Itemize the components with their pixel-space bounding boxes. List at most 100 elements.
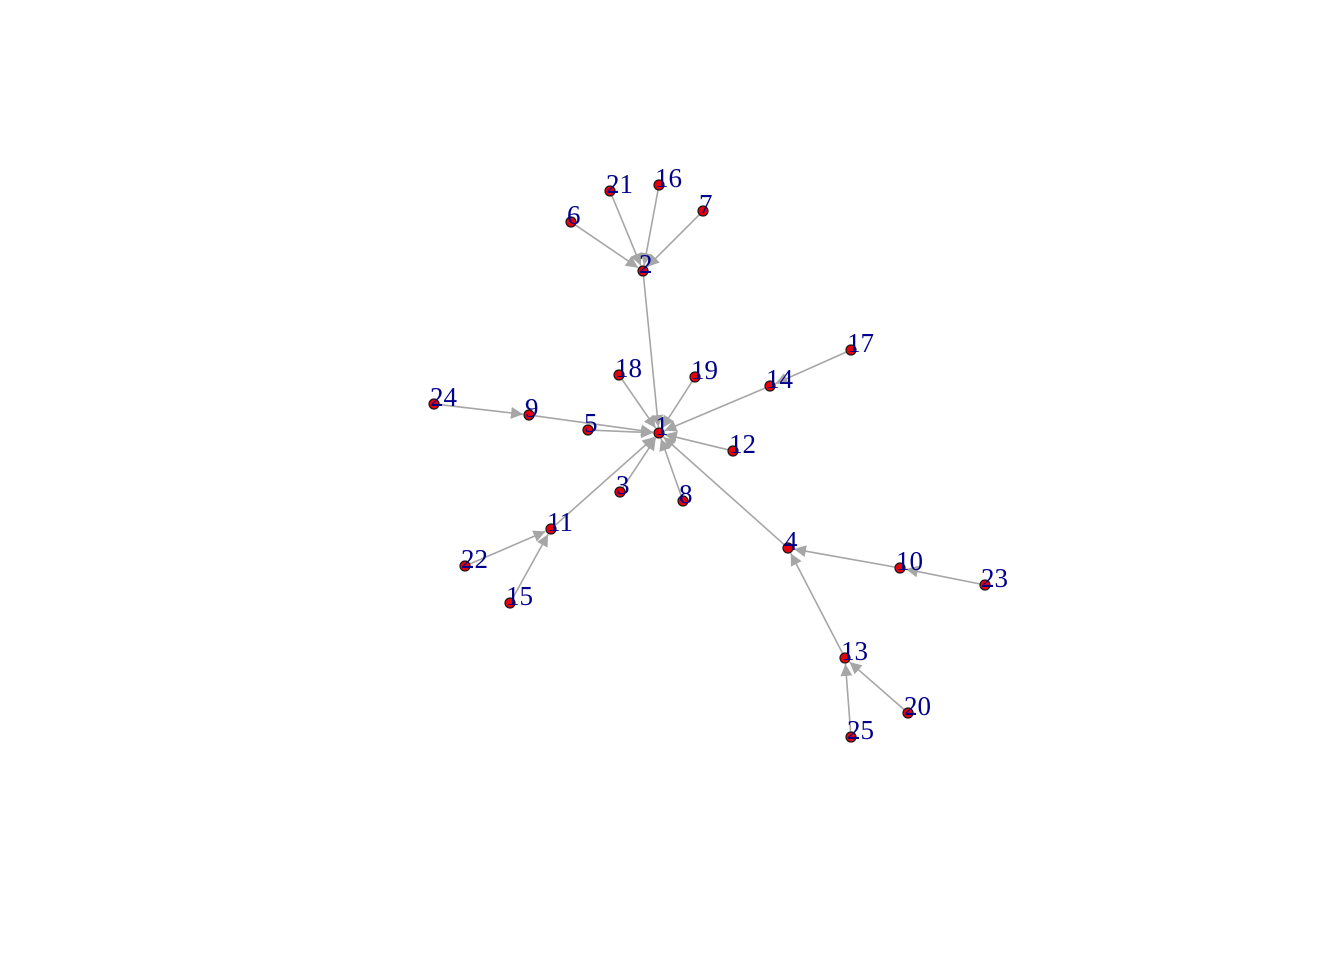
node-12: 12 [727, 429, 756, 459]
node-11: 11 [545, 507, 573, 537]
node-18: 18 [613, 353, 642, 383]
node-dot-11 [545, 523, 557, 535]
edge-16-to-2 [640, 189, 659, 266]
node-label-17: 17 [847, 328, 874, 358]
node-dot-7 [697, 205, 709, 217]
edge-12-to-1 [664, 431, 729, 451]
node-dot-23 [979, 579, 991, 591]
edge-9-to-1 [533, 414, 654, 437]
node-14: 14 [764, 364, 794, 394]
edge-11-to-1 [554, 436, 656, 527]
node-23: 23 [979, 563, 1008, 593]
node-label-21: 21 [606, 169, 633, 199]
node-label-5: 5 [584, 408, 598, 438]
edge-23-to-10 [905, 565, 981, 585]
edge-14-to-1 [664, 387, 766, 432]
node-label-7: 7 [699, 189, 713, 219]
node-dot-13 [839, 652, 851, 664]
node-24: 24 [428, 382, 458, 412]
edge-22-to-11 [469, 530, 546, 565]
node-label-15: 15 [506, 581, 533, 611]
edge-25-to-13 [840, 663, 853, 733]
node-label-8: 8 [679, 479, 693, 509]
node-dot-1 [653, 427, 665, 439]
node-dot-5 [582, 424, 594, 436]
node-label-22: 22 [461, 544, 488, 574]
node-1: 1 [653, 411, 669, 441]
node-dot-9 [523, 409, 535, 421]
edge-21-to-2 [611, 195, 642, 266]
node-label-6: 6 [567, 200, 581, 230]
edge-13-to-4 [790, 552, 844, 654]
node-22: 22 [459, 544, 488, 574]
node-dot-21 [604, 185, 616, 197]
node-16: 16 [653, 163, 682, 193]
node-9: 9 [523, 393, 539, 423]
node-4: 4 [782, 526, 798, 556]
node-dot-20 [902, 707, 914, 719]
node-label-3: 3 [616, 470, 630, 500]
node-label-18: 18 [615, 353, 642, 383]
node-dot-2 [637, 265, 649, 277]
edge-8-to-1 [659, 438, 683, 497]
node-2: 2 [637, 249, 653, 279]
node-dot-19 [689, 371, 701, 383]
node-dot-10 [894, 562, 906, 574]
node-10: 10 [894, 546, 923, 576]
node-dot-16 [653, 179, 665, 191]
edge-7-to-2 [646, 213, 701, 268]
node-20: 20 [902, 691, 931, 721]
node-label-24: 24 [430, 382, 458, 412]
node-dot-24 [428, 398, 440, 410]
node-19: 19 [689, 355, 718, 385]
node-label-16: 16 [655, 163, 682, 193]
node-5: 5 [582, 408, 598, 438]
node-6: 6 [565, 200, 581, 230]
edge-15-to-11 [511, 533, 549, 600]
node-dot-15 [504, 597, 516, 609]
edge-2-to-1 [642, 275, 664, 428]
node-label-12: 12 [729, 429, 756, 459]
node-dot-18 [613, 369, 625, 381]
node-8: 8 [677, 479, 693, 509]
node-dot-12 [727, 445, 739, 457]
node-label-1: 1 [655, 411, 669, 441]
node-label-23: 23 [981, 563, 1008, 593]
node-label-13: 13 [841, 636, 868, 666]
node-dot-4 [782, 542, 794, 554]
edges-layer [438, 189, 981, 733]
node-label-20: 20 [904, 691, 931, 721]
node-dot-6 [565, 216, 577, 228]
node-15: 15 [504, 581, 533, 611]
node-dot-8 [677, 495, 689, 507]
node-label-25: 25 [847, 715, 874, 745]
edge-24-to-9 [438, 403, 524, 419]
edge-17-to-14 [775, 351, 847, 385]
node-label-11: 11 [547, 507, 573, 537]
node-label-4: 4 [784, 526, 798, 556]
node-dot-25 [845, 731, 857, 743]
edge-20-to-13 [848, 661, 905, 711]
node-label-14: 14 [766, 364, 794, 394]
node-label-19: 19 [691, 355, 718, 385]
node-dot-17 [845, 344, 857, 356]
edge-10-to-4 [793, 545, 896, 568]
node-17: 17 [845, 328, 874, 358]
node-13: 13 [839, 636, 868, 666]
node-25: 25 [845, 715, 874, 745]
node-7: 7 [697, 189, 713, 219]
edge-4-to-1 [662, 436, 785, 546]
node-label-2: 2 [639, 249, 653, 279]
node-dot-14 [764, 380, 776, 392]
node-dot-22 [459, 560, 471, 572]
edge-18-to-1 [621, 378, 657, 429]
node-3: 3 [614, 470, 630, 500]
node-21: 21 [604, 169, 633, 199]
node-dot-3 [614, 486, 626, 498]
node-label-10: 10 [896, 546, 923, 576]
edge-19-to-1 [661, 380, 693, 429]
edge-6-to-2 [574, 224, 639, 269]
node-label-9: 9 [525, 393, 539, 423]
